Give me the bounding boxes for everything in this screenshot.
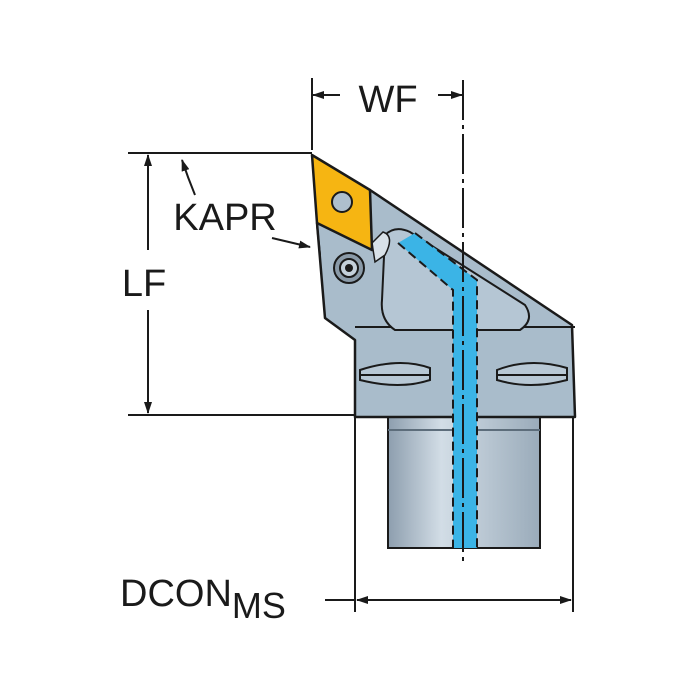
- kapr-reference-line: [316, 224, 321, 256]
- dcon-label: DCONMS: [120, 573, 286, 626]
- clamp-screw-icon: [333, 252, 365, 284]
- dcon-text: DCON: [120, 573, 232, 615]
- slot-right: [496, 361, 568, 386]
- insert-pocket: [371, 231, 391, 264]
- slot-left: [359, 361, 431, 386]
- wf-label: WF: [358, 79, 417, 121]
- insert-hole: [331, 191, 353, 213]
- kapr-label: KAPR: [173, 197, 276, 239]
- coolant-hidden-lines: [397, 232, 478, 548]
- lf-label: LF: [122, 263, 166, 305]
- kapr-arrow-top: [181, 159, 196, 196]
- dcon-subscript: MS: [232, 585, 286, 626]
- kapr-arrow-right: [271, 237, 311, 249]
- coolant-channel: [398, 233, 477, 548]
